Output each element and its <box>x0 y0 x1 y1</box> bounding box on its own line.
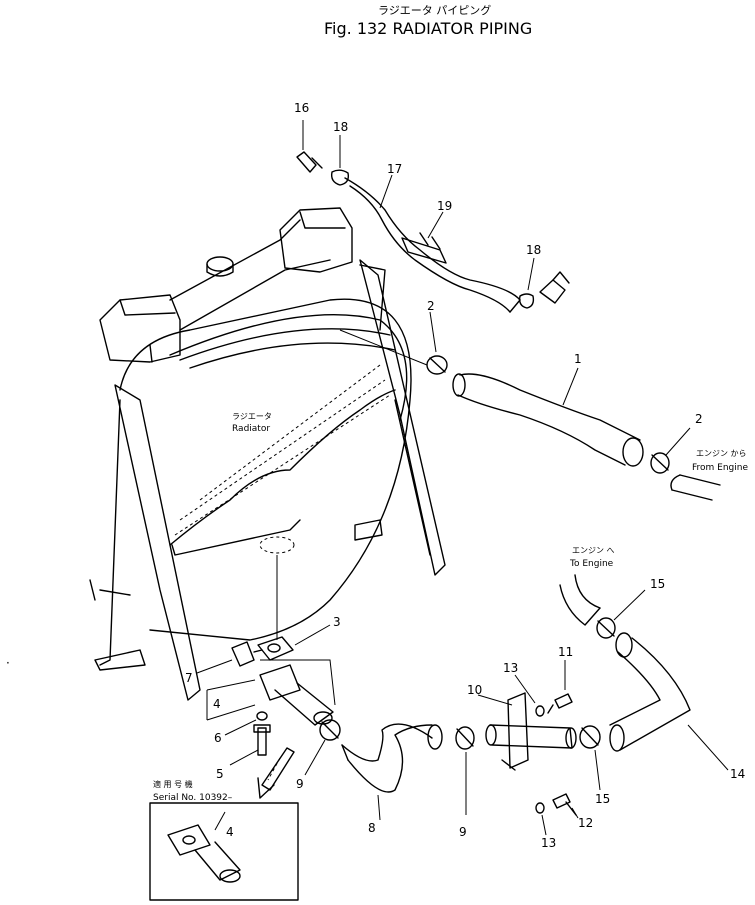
callout-8: 8 <box>368 821 376 835</box>
callout-4-inset: 4 <box>226 825 234 839</box>
serial-label: Serial No. 10392– <box>153 793 233 803</box>
part-4-outlet-tube <box>206 659 336 726</box>
callout-14: 14 <box>730 767 745 781</box>
callout-17: 17 <box>387 162 402 176</box>
callout-9-right: 9 <box>459 825 467 839</box>
part-2-clamp-right <box>650 427 691 474</box>
callout-16: 16 <box>294 101 309 115</box>
radiator-label-jp: ラジエータ <box>232 412 272 421</box>
radiator-label: Radiator <box>232 424 270 434</box>
inset-outlet-tube <box>167 811 241 883</box>
callout-10: 10 <box>467 683 482 697</box>
part-11-bolt <box>547 660 573 714</box>
part-9-clamp-left <box>304 719 341 776</box>
callout-13-upper: 13 <box>503 661 518 675</box>
callout-18-top: 18 <box>333 120 348 134</box>
callout-5: 5 <box>216 767 224 781</box>
callout-2-right: 2 <box>695 412 703 426</box>
part-17-overflow-hose <box>344 174 521 313</box>
part-7-drain-valve <box>196 641 263 674</box>
figure-title: Fig. 132 RADIATOR PIPING <box>324 19 532 38</box>
to-engine-label: To Engine <box>569 559 614 569</box>
from-engine-label-jp: エンジン から <box>696 449 747 458</box>
part-18-clip-top <box>330 135 350 186</box>
serial-label-jp: 適 用 号 機 <box>153 779 193 789</box>
part-10-pipe <box>477 692 577 771</box>
part-12-bolt <box>552 793 579 819</box>
part-19-bracket <box>401 211 447 264</box>
callout-3: 3 <box>333 615 341 629</box>
callout-9-left: 9 <box>296 777 304 791</box>
part-18-clip-right <box>518 257 570 309</box>
callout-4: 4 <box>213 697 221 711</box>
part-2-clamp-upper <box>339 311 448 375</box>
part-15-clamp-lower <box>579 725 601 791</box>
to-engine-label-jp: エンジン へ <box>572 546 615 555</box>
serial-inset-box <box>149 802 299 901</box>
callout-15-upper: 15 <box>650 577 665 591</box>
callout-11: 11 <box>558 645 573 659</box>
inset-pointer-arrow <box>257 747 295 799</box>
to-engine-pipe <box>559 574 601 626</box>
part-1-upper-hose <box>452 367 644 467</box>
part-16-vent-plug <box>296 120 323 173</box>
part-6-washer <box>224 711 268 736</box>
part-13-washer-upper <box>514 674 545 717</box>
callout-12: 12 <box>578 816 593 830</box>
part-9-clamp-right <box>455 726 475 815</box>
part-14-lower-hose <box>609 632 729 771</box>
from-engine-label: From Engine <box>692 463 748 473</box>
callout-7: 7 <box>185 671 193 685</box>
part-13-washer-lower <box>535 802 547 836</box>
callout-18-right: 18 <box>526 243 541 257</box>
callout-6: 6 <box>214 731 222 745</box>
stray-mark: · <box>6 656 10 670</box>
callout-2-upper: 2 <box>427 299 435 313</box>
callout-19: 19 <box>437 199 452 213</box>
callout-13-lower: 13 <box>541 836 556 850</box>
title-japanese: ラジエータ パイピング <box>378 3 491 17</box>
part-3-gasket <box>257 624 331 661</box>
callout-15-lower: 15 <box>595 792 610 806</box>
part-8-elbow-hose <box>341 723 443 821</box>
callout-1: 1 <box>574 352 582 366</box>
radiator-assembly <box>89 207 446 701</box>
from-engine-pipe <box>670 474 721 501</box>
part-15-clamp-upper <box>596 589 646 639</box>
part-5-bolt <box>229 724 271 766</box>
